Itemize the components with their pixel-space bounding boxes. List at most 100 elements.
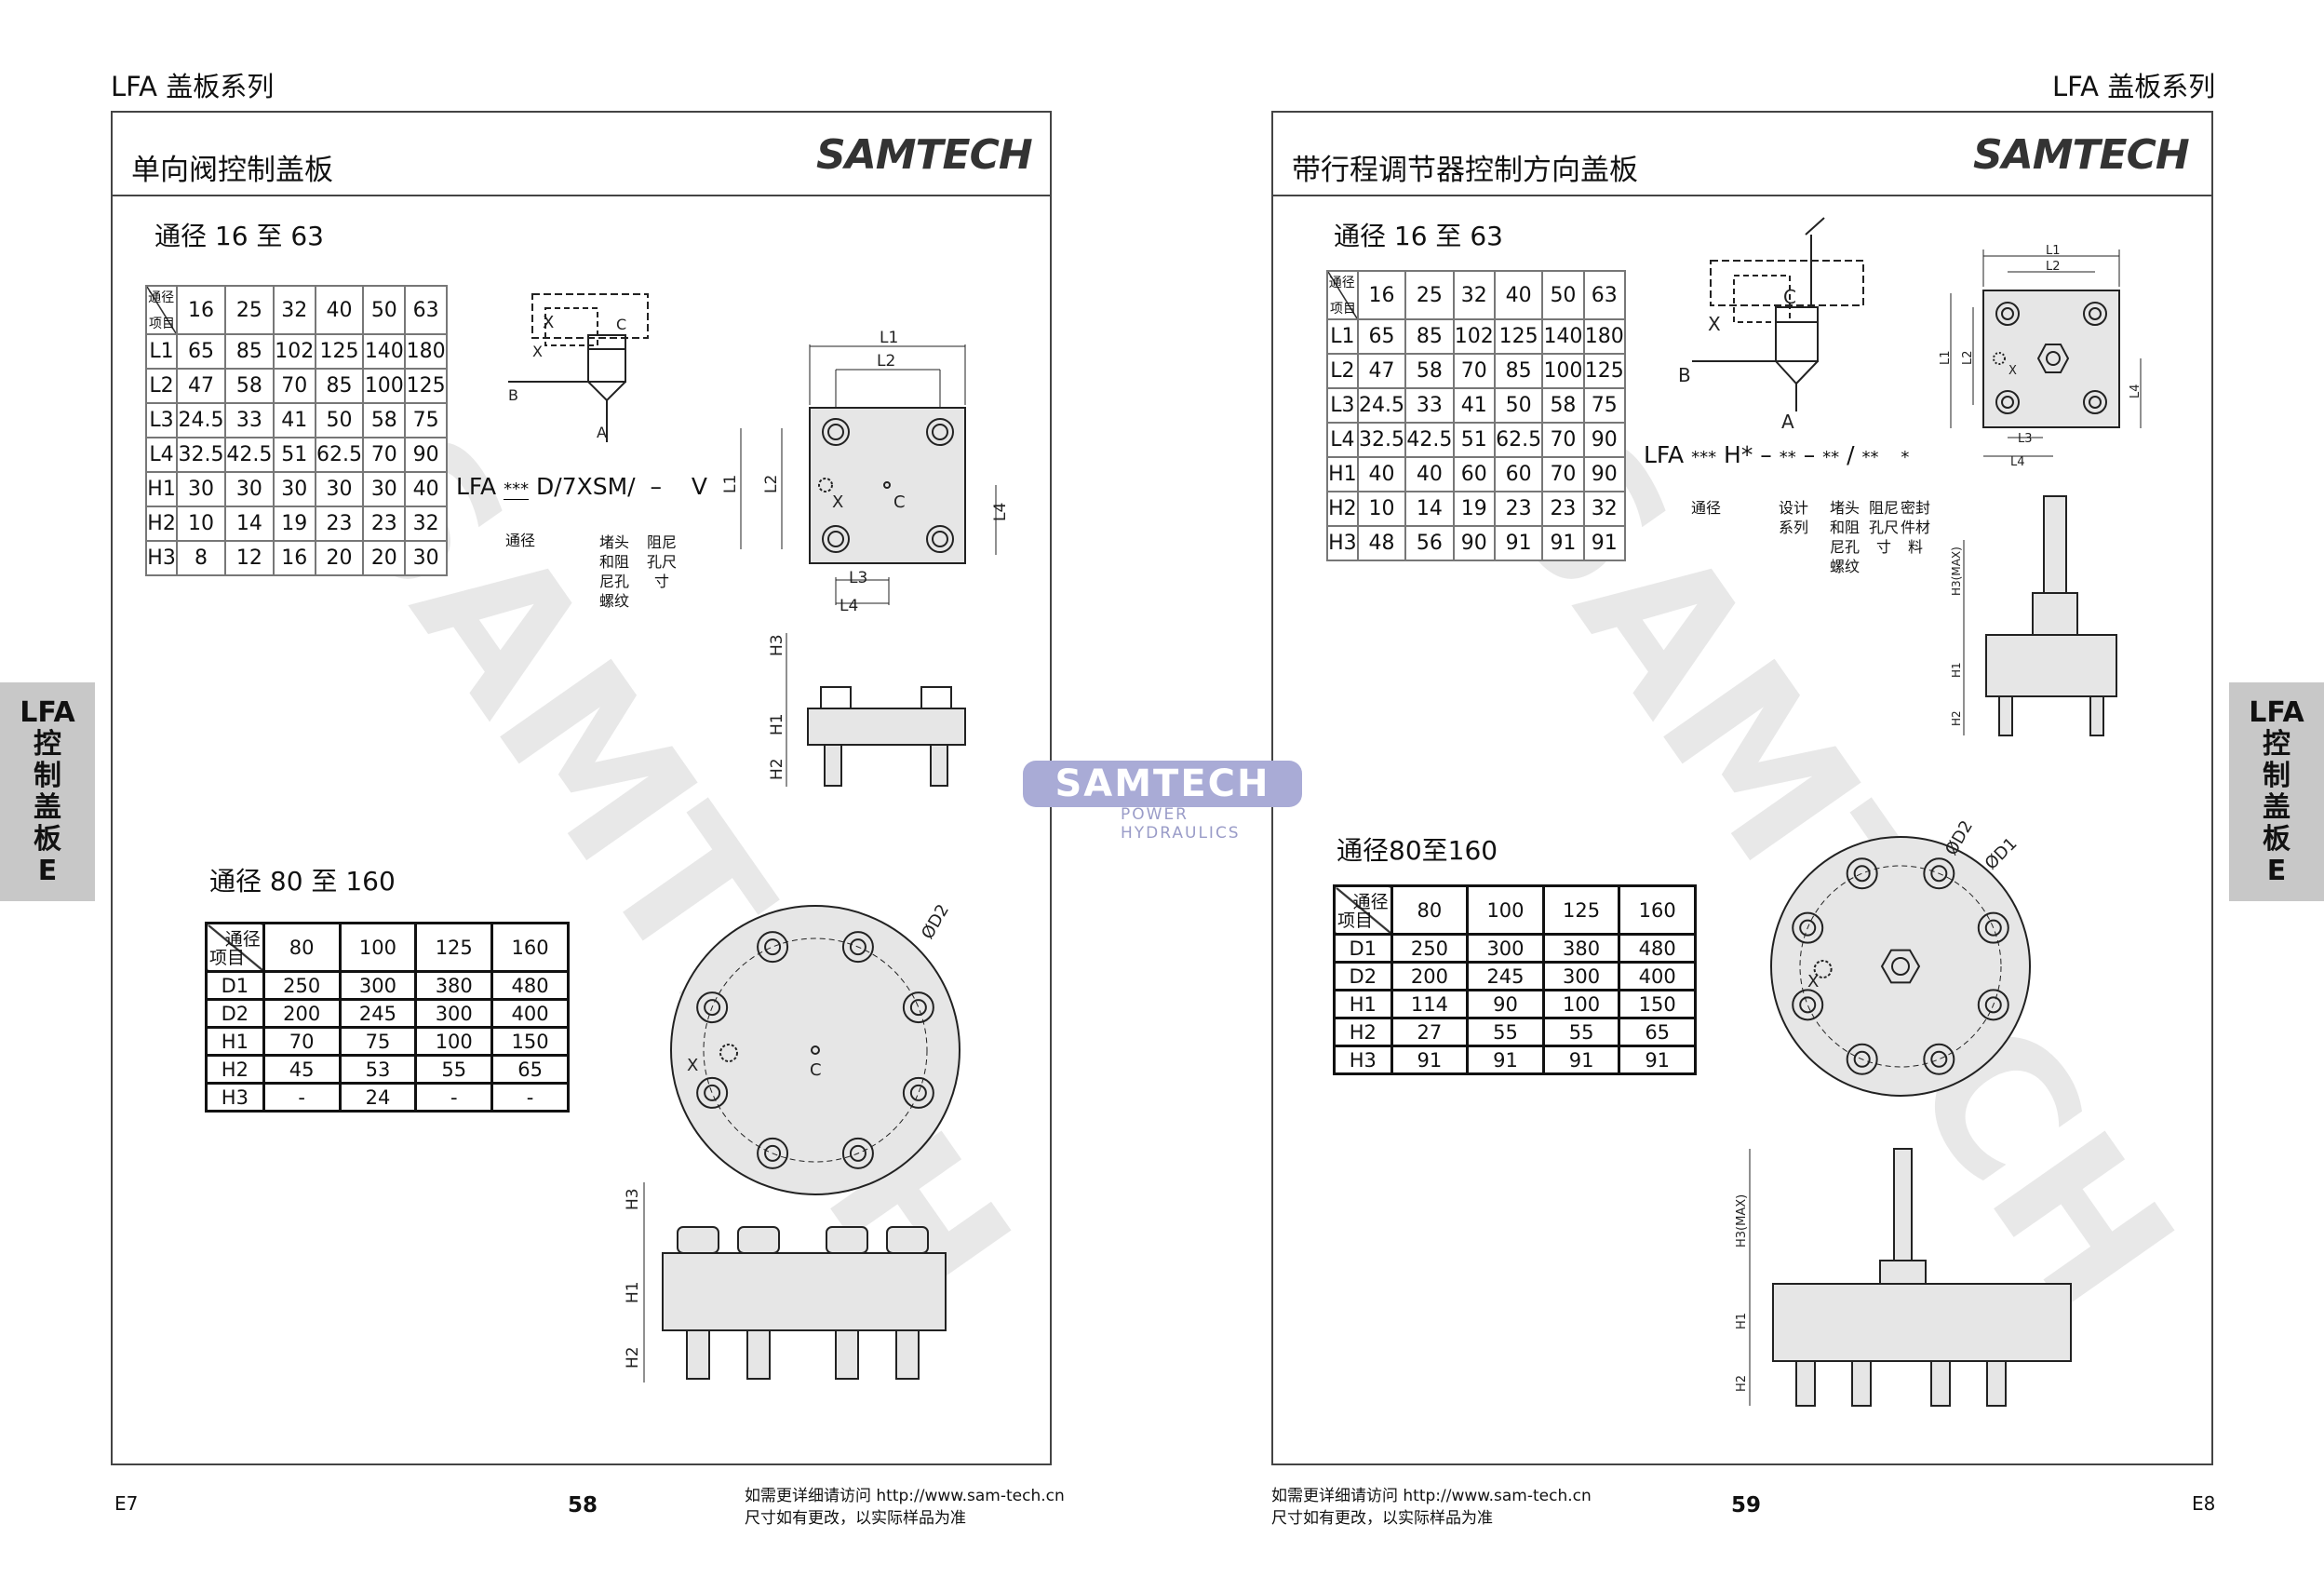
table-cell: 47 bbox=[176, 368, 226, 404]
table-cell: H1 bbox=[1326, 456, 1359, 492]
table-cell: 400 bbox=[490, 998, 570, 1029]
svg-text:X: X bbox=[832, 492, 843, 512]
table-cell: 45 bbox=[262, 1054, 342, 1085]
table-cell: 75 bbox=[338, 1026, 418, 1057]
column-header: 25 bbox=[223, 285, 275, 335]
check-valve-symbol: X X C B A bbox=[508, 293, 649, 442]
svg-text:H1: H1 bbox=[1735, 1313, 1749, 1329]
table-cell: 32.5 bbox=[1356, 422, 1407, 458]
plate-outline bbox=[1770, 836, 2031, 1097]
bolt-hole bbox=[696, 991, 729, 1024]
table-corner: 通径项目 bbox=[1333, 884, 1393, 936]
table-cell: 70 bbox=[1452, 353, 1496, 389]
bolt-head bbox=[764, 938, 782, 956]
svg-text:A: A bbox=[597, 424, 607, 441]
tab-text: E bbox=[2266, 854, 2287, 887]
tab-text: 盖 bbox=[2263, 790, 2290, 824]
section-title: 通径 80 至 160 bbox=[209, 866, 396, 897]
code-label: 阻尼孔尺寸 bbox=[646, 533, 677, 590]
header-right: LFA 盖板系列 bbox=[2052, 71, 2216, 102]
table-cell: 30 bbox=[272, 471, 316, 507]
table-cell: L3 bbox=[1326, 387, 1359, 424]
table-cell: 58 bbox=[1404, 353, 1455, 389]
square-plate-side-view: H3 H1 H2 bbox=[768, 633, 966, 787]
table-cell: 380 bbox=[414, 970, 494, 1001]
table-corner: 通径项目 bbox=[144, 285, 179, 335]
column-header: 50 bbox=[362, 285, 407, 335]
plate-outline bbox=[670, 905, 960, 1195]
logo-badge: SAMTECH bbox=[1023, 761, 1302, 807]
table-cell: H2 bbox=[205, 1054, 265, 1085]
table-cell: 40 bbox=[404, 471, 448, 507]
tab-text: 板 bbox=[34, 822, 61, 856]
code-label: 通径 bbox=[504, 532, 535, 549]
code-part: H* bbox=[1724, 441, 1753, 468]
svg-text:C: C bbox=[893, 492, 906, 512]
bolt-head bbox=[849, 1144, 866, 1162]
tab-text: E bbox=[37, 854, 58, 887]
table-cell: 30 bbox=[404, 540, 448, 576]
column-header: 125 bbox=[1541, 884, 1621, 936]
svg-text:L4: L4 bbox=[991, 503, 1010, 521]
svg-text:L2: L2 bbox=[1961, 350, 1975, 365]
table-cell: H3 bbox=[1333, 1045, 1393, 1075]
svg-text:L1: L1 bbox=[2046, 244, 2061, 258]
table-cell: 20 bbox=[362, 540, 407, 576]
table-cell: - bbox=[490, 1082, 570, 1113]
svg-text:L1: L1 bbox=[1939, 350, 1953, 365]
column-header: 80 bbox=[1390, 884, 1470, 936]
table-corner: 通径项目 bbox=[1326, 270, 1359, 320]
round-plate-side-view: H3 H1 H2 bbox=[624, 1182, 947, 1382]
svg-text:H3(MAX): H3(MAX) bbox=[1950, 546, 1963, 596]
table-cell: H1 bbox=[144, 471, 179, 507]
table-cell: 245 bbox=[1466, 961, 1545, 991]
column-header: 100 bbox=[338, 922, 418, 973]
table-cell: 40 bbox=[1404, 456, 1455, 492]
code-label: 密封件材料 bbox=[1900, 499, 1930, 556]
code-label: 堵头和阻尼孔螺纹 bbox=[1829, 499, 1860, 575]
model-code: LFA *** H* – ** – ** / ** * bbox=[1644, 441, 1910, 468]
table-cell: D2 bbox=[1333, 961, 1393, 991]
table-cell: H3 bbox=[1326, 525, 1359, 561]
table-cell: 10 bbox=[1356, 491, 1407, 527]
bolt-hole bbox=[1923, 857, 1955, 890]
svg-text:X: X bbox=[1708, 313, 1721, 335]
table-cell: 245 bbox=[338, 998, 418, 1029]
svg-text:X: X bbox=[2008, 364, 2017, 378]
svg-text:H1: H1 bbox=[768, 713, 786, 735]
bolt-head bbox=[909, 999, 927, 1017]
table-cell: 47 bbox=[1356, 353, 1407, 389]
table-cell: 23 bbox=[314, 506, 365, 542]
code-part: ** bbox=[1861, 448, 1879, 467]
code-part: *** bbox=[1691, 448, 1717, 467]
page-number: 58 bbox=[568, 1493, 598, 1517]
code-label: 阻尼孔尺寸 bbox=[1868, 499, 1899, 556]
table-cell: 65 bbox=[176, 333, 226, 370]
column-header: 80 bbox=[262, 922, 342, 973]
code-part: ** bbox=[1779, 448, 1796, 467]
tab-text: 制 bbox=[2263, 759, 2290, 792]
table-cell: 32 bbox=[404, 506, 448, 542]
bolt-head bbox=[1930, 1050, 1948, 1068]
column-header: 50 bbox=[1541, 270, 1585, 320]
table-cell: 41 bbox=[1452, 387, 1496, 424]
table-cell: 85 bbox=[314, 368, 365, 404]
bolt-hole bbox=[696, 1076, 729, 1109]
column-header: 160 bbox=[490, 922, 570, 973]
svg-text:H3: H3 bbox=[624, 1188, 642, 1210]
table-cell: 300 bbox=[338, 970, 418, 1001]
table-cell: 23 bbox=[362, 506, 407, 542]
table-cell: 180 bbox=[404, 333, 448, 370]
svg-text:L1: L1 bbox=[880, 329, 898, 347]
code-label: 堵头和阻尼孔螺纹 bbox=[598, 533, 629, 610]
table-cell: L4 bbox=[144, 437, 179, 473]
svg-text:B: B bbox=[508, 386, 518, 404]
table-cell: 75 bbox=[1582, 387, 1627, 424]
code-part: V bbox=[691, 473, 707, 500]
svg-text:X: X bbox=[687, 1056, 698, 1075]
